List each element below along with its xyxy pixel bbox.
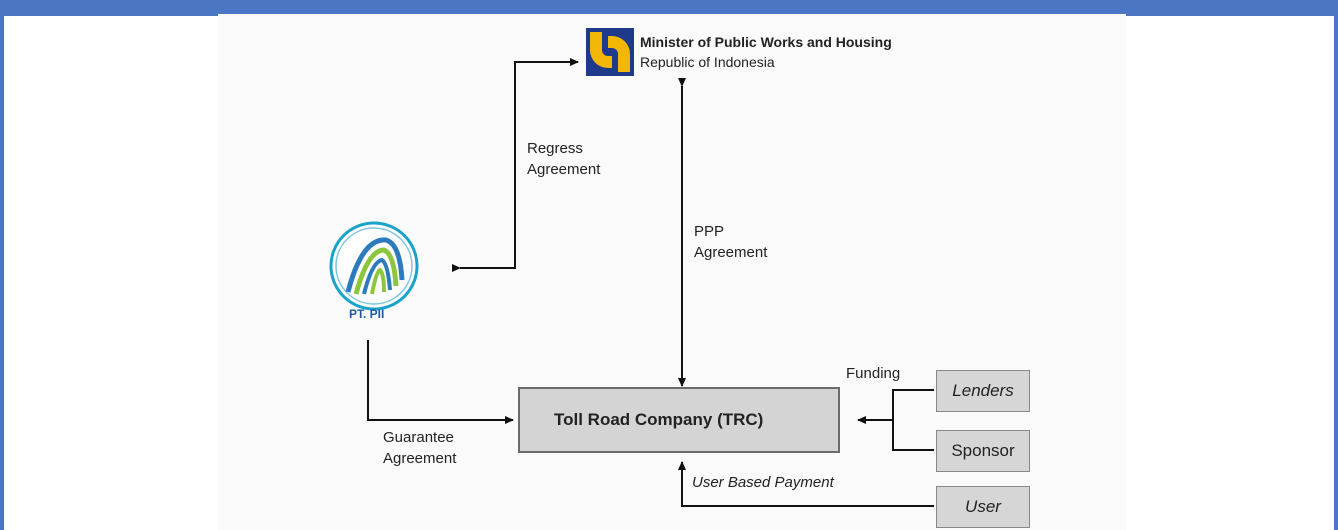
regress-label-line2: Agreement: [527, 161, 601, 178]
pupr-logo-icon: [586, 28, 634, 76]
pii-label: PT. PII: [349, 307, 385, 321]
trc-box: Toll Road Company (TRC): [518, 387, 840, 453]
user-payment-label: User Based Payment: [692, 474, 834, 491]
user-payment-connector: [678, 461, 934, 507]
funding-bracket: [892, 389, 934, 451]
sponsor-box: Sponsor: [936, 430, 1030, 472]
ppp-label-line1: PPP: [694, 223, 725, 240]
regress-label-line1: Regress: [527, 140, 583, 157]
regress-connector: [452, 58, 579, 272]
ministry-subtitle: Republic of Indonesia: [640, 54, 775, 70]
user-box: User: [936, 486, 1030, 528]
lenders-box: Lenders: [936, 370, 1030, 412]
ppp-label-line2: Agreement: [694, 244, 768, 261]
ministry-name: Minister of Public Works and Housing: [640, 34, 892, 50]
guarantee-connector: [367, 340, 514, 424]
funding-label: Funding: [846, 365, 901, 382]
pii-logo-icon: [329, 221, 419, 311]
guarantee-label-line2: Agreement: [383, 450, 457, 467]
guarantee-label-line1: Guarantee: [383, 429, 454, 446]
